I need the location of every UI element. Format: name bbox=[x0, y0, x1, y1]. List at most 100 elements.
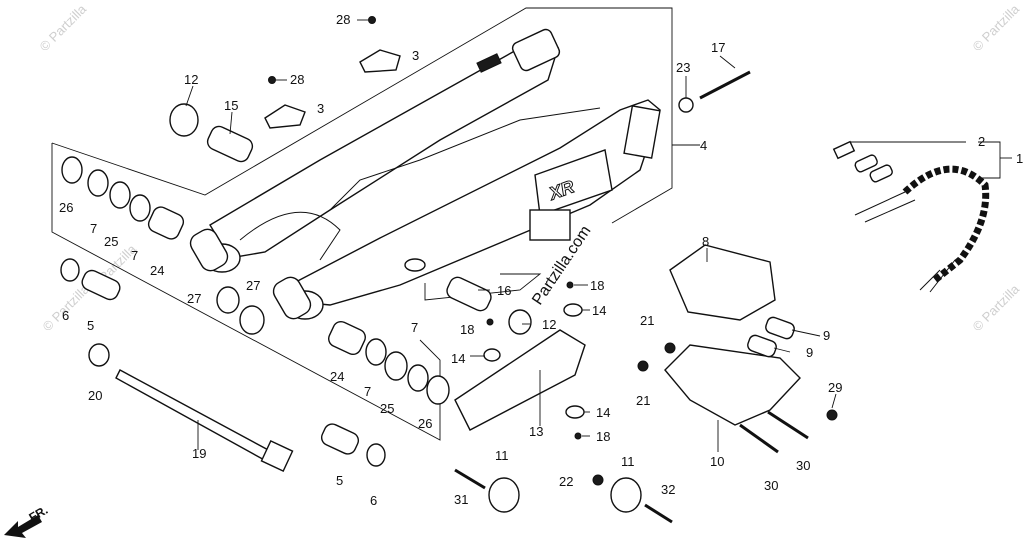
chain-master-link-plate bbox=[832, 140, 856, 160]
roller-11-right bbox=[610, 477, 642, 513]
watermark-mid-right: © Partzilla bbox=[970, 281, 1023, 334]
callout-24-bottom: 24 bbox=[330, 369, 344, 384]
front-arrow-icon bbox=[4, 515, 42, 538]
nut-21-bottom bbox=[637, 360, 649, 372]
seal-26-bottom bbox=[426, 375, 450, 405]
collar-24-bottom bbox=[328, 320, 366, 356]
bracket-left-assembly bbox=[51, 143, 441, 441]
callout-28-lower: 28 bbox=[290, 72, 304, 87]
collar-5-bottom bbox=[320, 423, 360, 455]
swingarm-lower-arm bbox=[289, 99, 661, 306]
callout-27-right: 27 bbox=[246, 278, 260, 293]
swingarm-lower-end bbox=[623, 105, 661, 159]
callout-21-bottom: 21 bbox=[636, 393, 650, 408]
chain-master-link-clip bbox=[854, 154, 878, 173]
callout-12-top: 12 bbox=[184, 72, 198, 87]
clamp-3-lower bbox=[264, 104, 306, 129]
callout-21-top: 21 bbox=[640, 313, 654, 328]
screw-18-top bbox=[566, 281, 574, 289]
callout-11-left: 11 bbox=[495, 448, 509, 463]
swingarm-pivot-boss-left bbox=[189, 228, 229, 272]
callout-30-left: 30 bbox=[764, 478, 778, 493]
callout-30-right: 30 bbox=[796, 458, 810, 473]
swingarm-pivot-boss-right bbox=[272, 276, 312, 320]
swingarm: XR bbox=[189, 28, 661, 320]
screw-18-bottom bbox=[574, 432, 582, 440]
swingarm-decal-panel bbox=[534, 149, 613, 216]
guide-parts bbox=[446, 70, 838, 524]
roller-11-left bbox=[488, 477, 520, 513]
screw-18-mid bbox=[486, 318, 494, 326]
washer-7-top-a bbox=[87, 169, 109, 197]
callout-18-mid: 18 bbox=[460, 322, 474, 337]
chain-strand-lower bbox=[919, 259, 956, 293]
swingarm-hole bbox=[404, 258, 426, 272]
callout-23: 23 bbox=[676, 60, 690, 75]
callout-16: 16 bbox=[497, 283, 511, 298]
callout-25-top: 25 bbox=[104, 234, 118, 249]
cap-14-bottom bbox=[565, 405, 585, 419]
callout-17: 17 bbox=[711, 40, 725, 55]
swingarm-chain-guard-mount bbox=[529, 209, 571, 241]
callout-19: 19 bbox=[192, 446, 206, 461]
callout-31: 31 bbox=[454, 492, 468, 507]
collar-9-bottom bbox=[747, 334, 777, 358]
callout-6-bottom: 6 bbox=[370, 493, 377, 508]
bolt-30-left bbox=[739, 423, 779, 454]
callout-7-bottom-b: 7 bbox=[411, 320, 418, 335]
bolt-29 bbox=[826, 409, 838, 421]
swingarm-upper-mount bbox=[476, 53, 502, 73]
nut-20 bbox=[88, 343, 110, 367]
cap-14-top bbox=[563, 303, 583, 317]
callout-11-right: 11 bbox=[621, 454, 635, 469]
bolt-31 bbox=[454, 468, 486, 490]
pivot-bolt-head bbox=[260, 440, 294, 472]
chain-master-link-pin bbox=[869, 164, 893, 183]
callout-26-top: 26 bbox=[59, 200, 73, 215]
screw-28-lower bbox=[268, 76, 276, 84]
front-direction-arrow: FR. bbox=[4, 503, 50, 538]
collar-5-left bbox=[81, 269, 121, 301]
bearing-25-top bbox=[109, 181, 131, 209]
callout-27-left: 27 bbox=[187, 291, 201, 306]
callout-5-bottom: 5 bbox=[336, 473, 343, 488]
callout-3-upper: 3 bbox=[412, 48, 419, 63]
callout-29: 29 bbox=[828, 380, 842, 395]
bushing-12-top bbox=[169, 103, 199, 137]
washer-6-bottom bbox=[366, 443, 386, 467]
collar-15 bbox=[206, 125, 254, 163]
callout-26-bottom: 26 bbox=[418, 416, 432, 431]
seal-27-left bbox=[216, 286, 240, 314]
washer-7-top-b bbox=[129, 194, 151, 222]
clamp-3-upper bbox=[359, 49, 401, 73]
bearing-parts bbox=[60, 16, 450, 472]
callout-4: 4 bbox=[700, 138, 707, 153]
callout-labels: 1 2 3 3 4 5 5 6 6 7 7 7 7 8 9 9 10 11 11… bbox=[59, 12, 1023, 508]
nut-21-top bbox=[664, 342, 676, 354]
bushing-12-slider bbox=[508, 309, 532, 335]
collar-9-top bbox=[765, 316, 795, 340]
callout-7-top-a: 7 bbox=[90, 221, 97, 236]
leader-lines bbox=[185, 19, 837, 452]
bracket-swingarm bbox=[51, 7, 673, 224]
collar-24-top bbox=[147, 206, 185, 240]
bracket-slider bbox=[424, 273, 542, 301]
callout-22: 22 bbox=[559, 474, 573, 489]
nut-23 bbox=[678, 97, 694, 113]
callout-13: 13 bbox=[529, 424, 543, 439]
callout-3-lower: 3 bbox=[317, 101, 324, 116]
chain-guide-10 bbox=[664, 344, 801, 426]
callout-18-top: 18 bbox=[590, 278, 604, 293]
bolt-30-right bbox=[767, 410, 809, 440]
chain-links bbox=[902, 165, 990, 283]
swingarm-pivot-web bbox=[239, 211, 341, 261]
callout-14-mid: 14 bbox=[451, 351, 465, 366]
callout-7-bottom-a: 7 bbox=[364, 384, 371, 399]
callout-10: 10 bbox=[710, 454, 724, 469]
washer-6-left bbox=[60, 258, 80, 282]
bolt-32 bbox=[644, 503, 673, 524]
chain-slider-13 bbox=[454, 329, 586, 431]
callout-28-upper: 28 bbox=[336, 12, 350, 27]
callout-15: 15 bbox=[224, 98, 238, 113]
callout-32: 32 bbox=[661, 482, 675, 497]
